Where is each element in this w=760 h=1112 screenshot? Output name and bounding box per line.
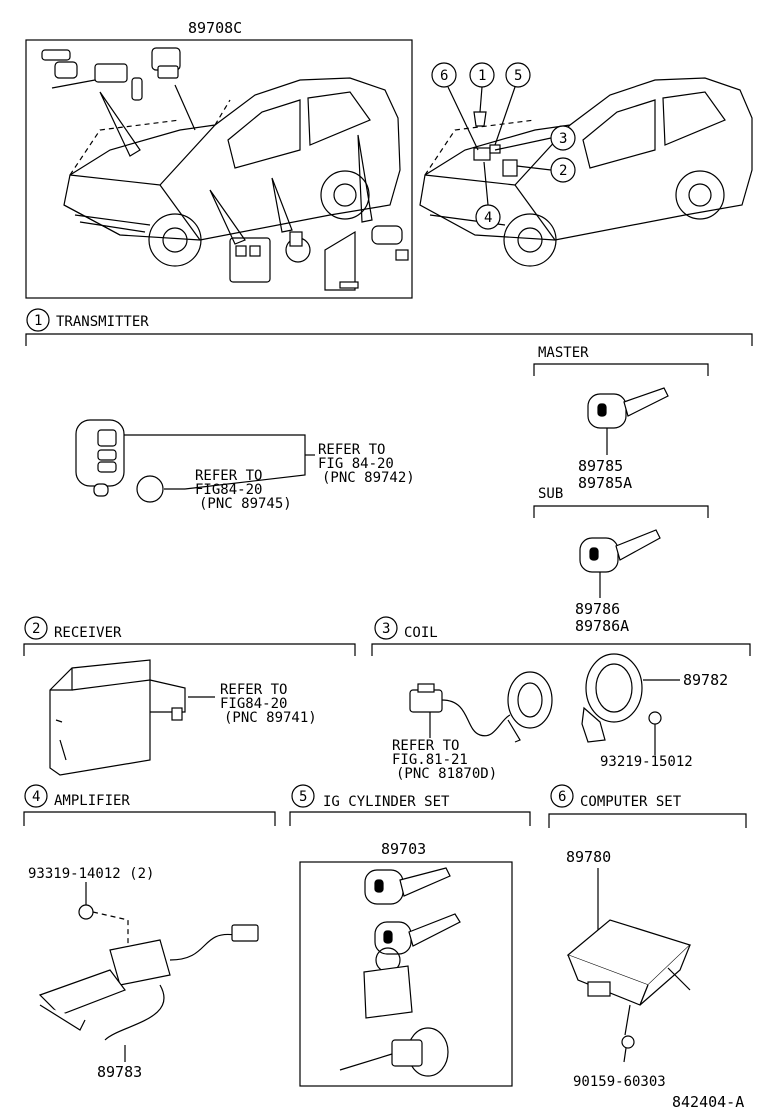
amplifier-bracket (23, 811, 276, 826)
callout-5-label: 5 (514, 68, 522, 84)
section-transmitter: 1 TRANSMITTER REFER TO FIG 84-20 (PNC 89… (25, 308, 753, 635)
ig-cylinder-title: IG CYLINDER SET (323, 794, 450, 810)
transmitter-ref-b-line2: FIG84-20 (195, 482, 262, 498)
section-coil: 3 COIL REFER TO FIG.81-21 (PNC 81870D) 8… (371, 616, 751, 782)
amplifier-drawing (38, 882, 259, 1062)
callout-4: 4 (475, 161, 501, 230)
transmitter-ref-b-line1: REFER TO (195, 468, 262, 484)
diagram-id: 842404-A (672, 1093, 744, 1111)
coil-assembly-drawing (409, 671, 553, 743)
overview-left-panel: 89708C (25, 19, 413, 299)
receiver-unit-drawing (49, 659, 186, 776)
computer-part-screw: 90159-60303 (573, 1074, 666, 1090)
callout-4-label: 4 (484, 210, 492, 226)
callout-1-label: 1 (478, 68, 486, 84)
sub-key-drawing (579, 529, 661, 598)
receiver-ref-line3: (PNC 89741) (224, 710, 317, 726)
coil-num: 3 (382, 621, 390, 637)
computer-title: COMPUTER SET (580, 794, 682, 810)
ig-cylinder-drawing (339, 867, 461, 1077)
master-part-2: 89785A (578, 474, 632, 492)
receiver-title: RECEIVER (54, 625, 122, 641)
coil-part-89782: 89782 (683, 671, 728, 689)
computer-part-89780: 89780 (566, 848, 611, 866)
callout-6: 6 (431, 62, 479, 151)
callout-2-label: 2 (559, 163, 567, 179)
transmitter-ref-b-line3: (PNC 89745) (199, 496, 292, 512)
receiver-ref-line2: FIG84-20 (220, 696, 287, 712)
transmitter-ref-a-line1: REFER TO (318, 442, 385, 458)
ig-cylinder-num: 5 (299, 789, 307, 805)
callout-6-label: 6 (440, 68, 448, 84)
sub-part-1: 89786 (575, 600, 620, 618)
transmitter-bracket (25, 333, 753, 346)
sub-part-2: 89786A (575, 617, 629, 635)
ig-cylinder-part: 89703 (381, 840, 426, 858)
coil-bracket (371, 643, 751, 656)
transmitter-title: TRANSMITTER (56, 314, 149, 330)
coil-title: COIL (404, 625, 438, 641)
coil-ref-line3: (PNC 81870D) (396, 766, 497, 782)
callout-1: 1 (469, 62, 495, 127)
transmitter-fob-drawing (75, 419, 315, 503)
overview-box (25, 39, 413, 299)
overview-right-panel: 6 1 5 3 2 4 (419, 62, 753, 267)
amplifier-part-89783: 89783 (97, 1063, 142, 1081)
vehicle-drawing-right (419, 77, 753, 267)
master-bracket (533, 363, 709, 376)
section-amplifier: 4 AMPLIFIER 93319-14012 (2) 89783 (23, 784, 276, 1081)
ig-cylinder-box (299, 861, 513, 1087)
receiver-num: 2 (32, 621, 40, 637)
section-receiver: 2 RECEIVER REFER TO FIG84-20 (PNC 89741) (23, 616, 356, 776)
callout-5: 5 (494, 62, 531, 146)
exploded-parts-left (41, 47, 409, 291)
coil-part-93219: 93219-15012 (600, 754, 693, 770)
master-part-1: 89785 (578, 457, 623, 475)
master-label: MASTER (538, 345, 589, 361)
section-ig-cylinder: 5 IG CYLINDER SET 89703 (289, 784, 531, 1087)
callout-3-label: 3 (559, 131, 567, 147)
sub-bracket (533, 505, 709, 518)
overview-title: 89708C (188, 19, 242, 37)
sub-label: SUB (538, 486, 563, 502)
computer-num: 6 (558, 789, 566, 805)
transmitter-ref-a-line3: (PNC 89742) (322, 470, 415, 486)
coil-ring-drawing (581, 653, 680, 755)
transmitter-ref-a-line2: FIG 84-20 (318, 456, 394, 472)
callout-2: 2 (516, 157, 576, 183)
callout-3: 3 (494, 125, 576, 151)
transmitter-num: 1 (34, 313, 42, 329)
amplifier-num: 4 (32, 789, 40, 805)
computer-bracket (548, 813, 747, 828)
amplifier-title: AMPLIFIER (54, 793, 130, 809)
coil-ref-line2: FIG.81-21 (392, 752, 468, 768)
amplifier-part-screw: 93319-14012 (2) (28, 866, 154, 882)
master-key-drawing (587, 387, 669, 455)
coil-ref-line1: REFER TO (392, 738, 459, 754)
vehicle-drawing-left (63, 77, 401, 267)
receiver-ref-line1: REFER TO (220, 682, 287, 698)
ig-cylinder-bracket (289, 811, 531, 826)
receiver-bracket (23, 643, 356, 656)
section-computer: 6 COMPUTER SET 89780 90159-60303 (548, 784, 747, 1090)
computer-unit-drawing (566, 868, 692, 1063)
